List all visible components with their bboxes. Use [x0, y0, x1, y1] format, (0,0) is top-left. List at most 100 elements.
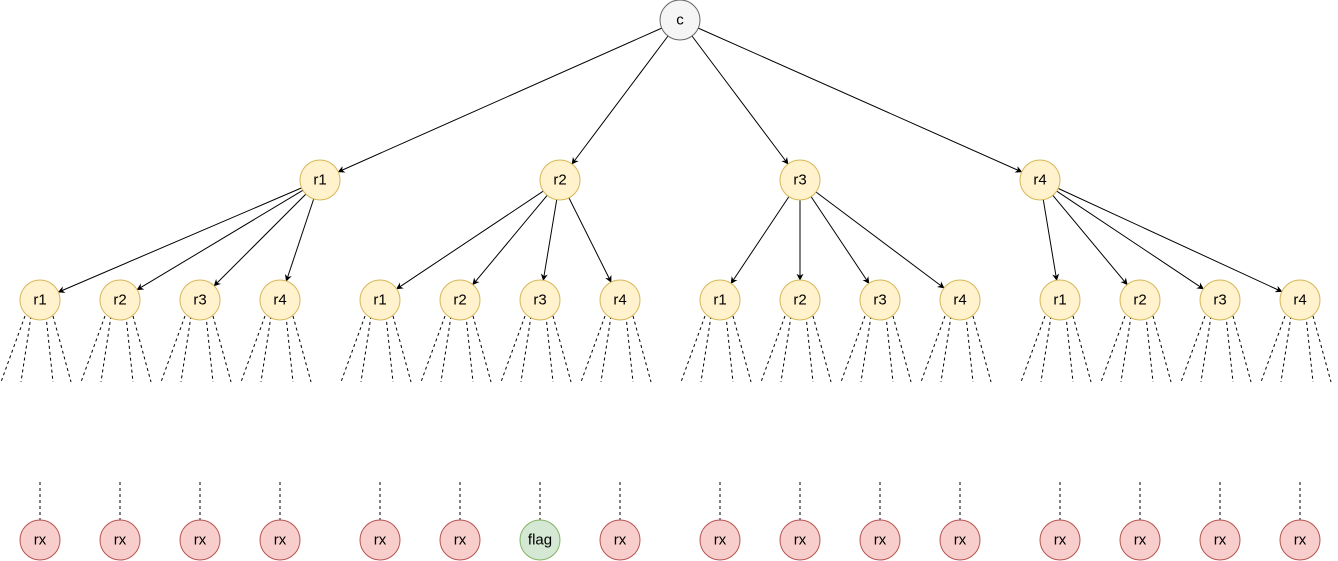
dashed-edge: [780, 315, 792, 383]
edge-arrow: [1052, 195, 1128, 286]
level2-node-r2-circle: [439, 279, 481, 321]
level2-node-r3: r3: [179, 279, 221, 321]
leaf-node: rx: [19, 519, 61, 561]
leaf-node-label: rx: [1134, 532, 1147, 549]
level1-node-r2-label: r2: [553, 172, 566, 189]
dashed-edge: [420, 315, 446, 383]
edge-arrow: [1057, 187, 1283, 293]
dashed-edge: [1100, 315, 1126, 383]
edge-arrow: [472, 195, 548, 286]
level2-node-r2-circle: [99, 279, 141, 321]
edge-arrow: [136, 189, 304, 291]
level2-node-r4: r4: [1279, 279, 1321, 321]
edge-arrow: [337, 27, 662, 173]
level1-node-r3-circle: [779, 159, 821, 201]
dashed-edge: [892, 315, 912, 383]
level1-node-r4: r4: [1019, 159, 1061, 201]
level2-node-r4-circle: [1279, 279, 1321, 321]
leaf-node-label: rx: [714, 532, 727, 549]
dashed-edge: [1072, 315, 1092, 383]
level2-node-r4-label: r4: [953, 292, 966, 309]
leaf-node-circle: [359, 519, 401, 561]
edge-arrow: [691, 35, 789, 165]
dashed-edge: [552, 315, 572, 383]
dashed-edge: [812, 315, 832, 383]
leaf-node-label: rx: [1214, 532, 1227, 549]
level2-node-r4-circle: [599, 279, 641, 321]
dashed-edge: [500, 315, 526, 383]
level1-node-r2: r2: [539, 159, 581, 201]
dashed-edge: [965, 315, 974, 383]
leaf-node: rx: [859, 519, 901, 561]
edge-arrow: [698, 27, 1023, 173]
leaf-node: rx: [259, 519, 301, 561]
level2-node-r2: r2: [439, 279, 481, 321]
dashed-edge: [1020, 315, 1046, 383]
leaf-node-circle: [179, 519, 221, 561]
leaf-node-circle: [439, 519, 481, 561]
edge-arrow: [1042, 199, 1060, 281]
leaf-node-circle: [859, 519, 901, 561]
dashed-edge: [1280, 315, 1292, 383]
level2-node-r3-circle: [859, 279, 901, 321]
dashed-edge: [1260, 315, 1286, 383]
level2-node-r3-label: r3: [533, 292, 546, 309]
level2-node-r4: r4: [259, 279, 301, 321]
dashed-edge: [465, 315, 474, 383]
dashed-edge: [205, 315, 214, 383]
level2-node-r3-label: r3: [193, 292, 206, 309]
leaf-node-label: rx: [1054, 532, 1067, 549]
level2-node-r3: r3: [859, 279, 901, 321]
dashed-edge: [1065, 315, 1074, 383]
leaf-node-label: rx: [374, 532, 387, 549]
leaf-node: rx: [779, 519, 821, 561]
dashed-edge: [100, 315, 112, 383]
level2-node-r3-label: r3: [873, 292, 886, 309]
dashed-edge: [732, 315, 752, 383]
level2-node-r2-circle: [779, 279, 821, 321]
level2-node-r2: r2: [99, 279, 141, 321]
leaf-node-circle: [599, 519, 641, 561]
dashed-edge: [292, 315, 312, 383]
dashed-edge: [860, 315, 872, 383]
level1-node-r3-label: r3: [793, 172, 806, 189]
level1-node-r1: r1: [299, 159, 341, 201]
dashed-edge: [240, 315, 266, 383]
leaf-node-label: rx: [954, 532, 967, 549]
edge-arrow: [540, 199, 558, 281]
level1-node-r4-label: r4: [1033, 172, 1046, 189]
dashed-edge: [885, 315, 894, 383]
edge-arrow: [571, 35, 669, 165]
level2-node-r1-circle: [359, 279, 401, 321]
dashed-edge: [260, 315, 272, 383]
leaf-node-circle: [699, 519, 741, 561]
level2-node-r2: r2: [1119, 279, 1161, 321]
leaf-node: rx: [599, 519, 641, 561]
leaf-node-circle: [1279, 519, 1321, 561]
leaf-node-label: rx: [274, 532, 287, 549]
dashed-edge: [680, 315, 706, 383]
level2-node-r4-circle: [939, 279, 981, 321]
level2-node-r4-label: r4: [1293, 292, 1306, 309]
dashed-edge: [1152, 315, 1172, 383]
level1-node-r1-circle: [299, 159, 341, 201]
dashed-edge: [360, 315, 372, 383]
dashed-edge: [20, 315, 32, 383]
leaf-node-label: rx: [874, 532, 887, 549]
edge-arrow: [396, 190, 544, 290]
root-node-label: c: [676, 12, 684, 29]
edge-arrow: [1056, 190, 1204, 290]
level2-node-r1: r1: [359, 279, 401, 321]
level2-node-r1-label: r1: [713, 292, 726, 309]
level2-node-r3-label: r3: [1213, 292, 1226, 309]
level1-node-r4-circle: [1019, 159, 1061, 201]
level2-node-r1-circle: [19, 279, 61, 321]
flag-node-label: flag: [528, 532, 552, 549]
dashed-edge: [920, 315, 946, 383]
leaf-node-circle: [99, 519, 141, 561]
leaf-node-label: rx: [614, 532, 627, 549]
leaf-node-circle: [1119, 519, 1161, 561]
leaf-node-circle: [1199, 519, 1241, 561]
level2-node-r2-label: r2: [793, 292, 806, 309]
